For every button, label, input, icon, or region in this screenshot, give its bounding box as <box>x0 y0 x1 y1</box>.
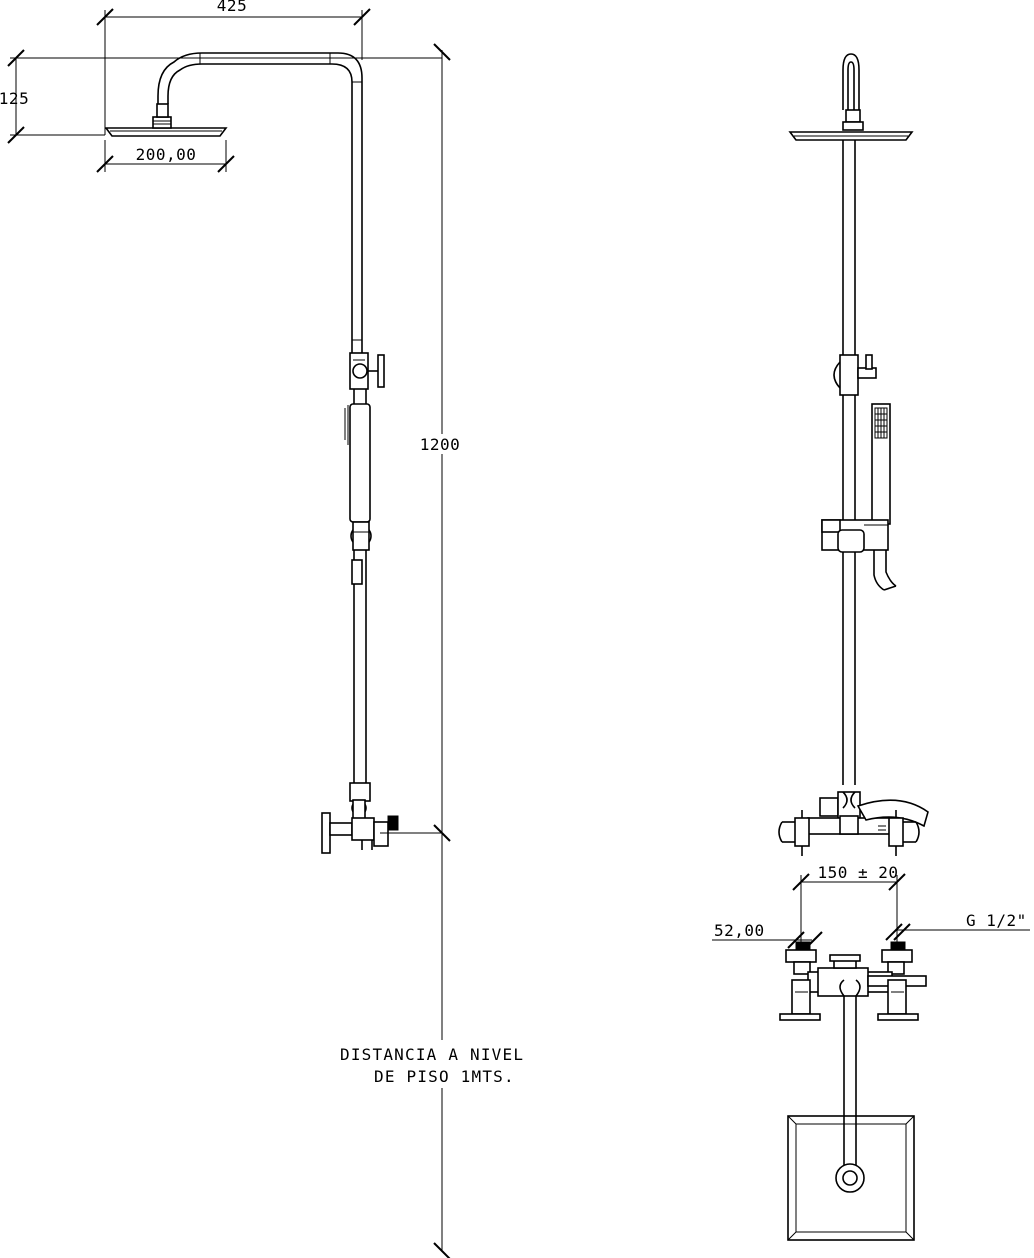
diverter-valve-side <box>349 352 385 390</box>
dimension-label-150: 150 ± 20 <box>817 863 898 882</box>
dimension-inlet-spacing: 150 ± 20 <box>792 863 906 948</box>
dimension-total-height: 1200 <box>195 43 546 1258</box>
riser-pipe-side <box>351 78 367 785</box>
hand-shower-side <box>344 403 371 585</box>
hand-shower-front <box>871 403 891 525</box>
dimension-label-425: 425 <box>217 0 247 15</box>
dimension-label-1200: 1200 <box>420 435 461 454</box>
dimension-height-125: 125 <box>0 49 195 144</box>
thread-label: G 1/2" <box>966 911 1027 930</box>
note-line-1: DISTANCIA A NIVEL <box>340 1045 524 1064</box>
dimension-label-52: 52,00 <box>714 921 765 940</box>
note-line-2: DE PISO 1MTS. <box>374 1067 515 1086</box>
slide-holder-side <box>350 521 372 551</box>
floor-distance-note: DISTANCIA A NIVEL DE PISO 1MTS. <box>340 1045 524 1086</box>
mixer-valve-side <box>321 782 399 854</box>
shower-arm-side <box>157 52 363 104</box>
shower-arm-front <box>842 53 864 131</box>
shower-hose-front <box>873 550 897 591</box>
riser-pipe-front <box>842 140 856 785</box>
dimension-label-200: 200,00 <box>136 145 197 164</box>
bath-mixer-front <box>778 791 929 856</box>
side-view: 425 125 200,00 <box>0 0 546 1258</box>
slide-holder-front <box>821 519 889 553</box>
rain-shower-head-front <box>788 131 914 141</box>
dimension-width-425: 425 <box>96 0 371 135</box>
diverter-valve-front <box>833 354 877 396</box>
front-view: 150 ± 20 52,00 G 1/2" <box>712 53 1030 1241</box>
thread-size-callout: G 1/2" <box>885 911 1030 941</box>
mixer-plan-view <box>779 941 927 1241</box>
dimension-label-125: 125 <box>0 89 29 108</box>
dimension-head-200: 200,00 <box>96 140 235 173</box>
rain-shower-head-side <box>104 103 228 137</box>
